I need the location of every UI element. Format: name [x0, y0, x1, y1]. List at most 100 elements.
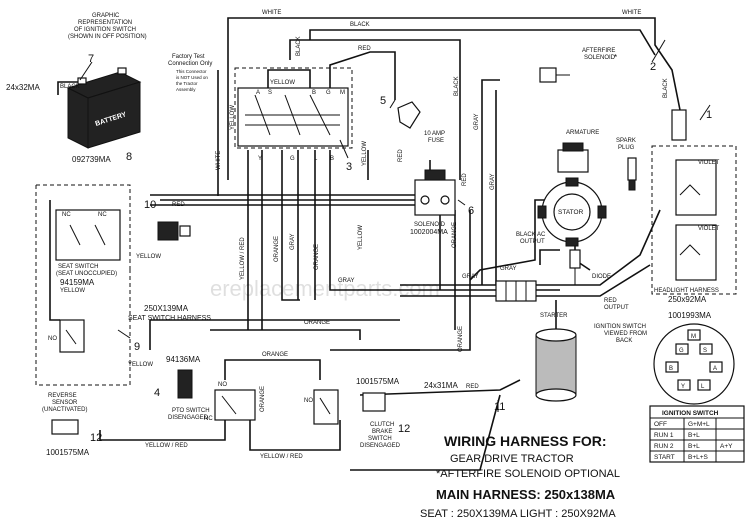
afterfire-star: *	[614, 53, 617, 62]
pto-switch-line: PTO SWITCH	[172, 408, 210, 414]
callout-number: 8	[126, 151, 132, 163]
seat-switch-line: SEAT SWITCH	[58, 264, 98, 270]
table-pos: START	[654, 454, 675, 461]
wire-label: RED	[172, 202, 185, 208]
wire-label: BLACK	[60, 84, 80, 90]
ign-terminal: A	[713, 366, 717, 372]
table-extra: A+Y	[720, 443, 733, 450]
wire-label: YELLOW	[270, 80, 295, 86]
wire-label: VIOLET	[698, 226, 720, 232]
wire-label: YELLOW / RED	[260, 454, 303, 460]
battery	[66, 67, 142, 149]
title-heading: WIRING HARNESS FOR:	[444, 433, 607, 449]
red-dc-line: OUTPUT	[604, 305, 629, 311]
factory-test-line: Factory Test	[172, 54, 205, 60]
headlight-line: HEADLIGHT HARNESS	[654, 288, 719, 294]
terminal-label: B	[330, 156, 334, 162]
factory-note-line: the Tractor	[176, 81, 198, 86]
callout-number: 9	[134, 341, 140, 353]
wire-label: YELLOW	[358, 225, 364, 250]
wire-label: BLACK	[454, 76, 460, 96]
ign-terminal: B	[669, 366, 673, 372]
afterfire-line: AFTERFIRE	[582, 48, 615, 54]
terminal-label: M	[340, 90, 345, 96]
seat-switch-line: (SEAT UNOCCUPIED)	[56, 271, 117, 277]
wire-label: YELLOW / RED	[240, 237, 246, 280]
clutch-switch-line: SWITCH	[368, 436, 392, 442]
graphic-rep-line: OF IGNITION SWITCH	[74, 27, 136, 33]
table-conn: B+L	[688, 432, 700, 439]
wire-label: RED	[358, 46, 371, 52]
ignition-table	[649, 405, 745, 463]
callout-number: 4	[154, 387, 160, 399]
callout-number: 7	[88, 53, 94, 65]
wire-label: ORANGE	[314, 244, 320, 270]
solenoid-line: SOLENOID	[414, 222, 446, 228]
harness-connector	[495, 280, 537, 302]
wire-label: BLACK	[663, 78, 669, 98]
table-pos: RUN 1	[654, 432, 674, 439]
nc-label: NC	[62, 212, 71, 218]
wire-label: ORANGE	[274, 236, 280, 262]
wire-label: YELLOW	[136, 254, 161, 260]
title-block: WIRING HARNESS FOR: GEAR DRIVE TRACTOR *…	[420, 433, 620, 520]
ign-terminal: G	[679, 348, 684, 354]
table-title: IGNITION SWITCH	[662, 410, 719, 417]
wire-labels: WHITE WHITE BLACK BLACK BLACK BLACK BLAC…	[60, 10, 720, 460]
fuse	[397, 101, 421, 129]
callout-number: 5	[380, 95, 386, 107]
graphic-rep-line: (SHOWN IN OFF POSITION)	[68, 34, 147, 40]
headlights	[671, 109, 717, 281]
ign-terminal: Y	[681, 384, 685, 390]
ign-view-line: BACK	[616, 338, 632, 344]
clutch-switch	[313, 389, 386, 425]
afterfire-solenoid	[539, 67, 570, 83]
ign-part: 1001993MA	[668, 311, 712, 320]
wire-label: VIOLET	[698, 160, 720, 166]
callout-numbers: 1 2 3 4 5 6 7 8 9 10 11 12 12	[88, 53, 712, 444]
table-pos: RUN 2	[654, 443, 674, 450]
fuse-line: FUSE	[428, 138, 444, 144]
wire-label: RED	[462, 173, 468, 186]
table-conn: B+L	[688, 443, 700, 450]
reverse-line: SENSOR	[52, 400, 78, 406]
callout-lines	[79, 39, 711, 412]
ign-terminal: L	[701, 384, 705, 390]
clutch-switch-line: BRAKE	[372, 429, 392, 435]
battery-part: 092739MA	[72, 155, 111, 164]
wire-label: RED	[604, 298, 617, 304]
connector-10	[157, 221, 191, 241]
table-conn: G+M+L	[688, 421, 710, 428]
wire-label: BLACK	[296, 36, 302, 56]
reverse-part: 1001575MA	[46, 448, 90, 457]
clutch-part: 1001575MA	[356, 377, 400, 386]
wire-label: GRAY	[290, 233, 296, 250]
spark-plug	[627, 157, 637, 191]
callout-number: 2	[650, 61, 656, 73]
factory-note-line: is NOT Used on	[176, 75, 208, 80]
wire-label: RED	[398, 149, 404, 162]
callout-number: 6	[468, 205, 474, 217]
wire-label: YELLOW	[230, 105, 236, 130]
wire-label: GRAY	[474, 113, 480, 130]
terminal-label: L	[314, 156, 318, 162]
pto-switch	[177, 369, 256, 421]
callout-number: 3	[346, 161, 352, 173]
solenoid-line: 1002004MA	[410, 229, 448, 236]
wire-label: GRAY	[462, 274, 479, 280]
afterfire-line: SOLENOID	[584, 55, 616, 61]
wire-label: ORANGE	[260, 386, 266, 412]
factory-note-line: This Connector	[176, 69, 207, 74]
reverse-sensor	[51, 419, 79, 435]
clutch-switch-line: DISENGAGED	[360, 443, 401, 449]
spark-plug-line: SPARK	[616, 138, 636, 144]
battery-cable: 24x32MA	[6, 83, 40, 92]
terminal-label: Y	[258, 156, 262, 162]
pto-part: 94136MA	[166, 355, 201, 364]
diode-label: DIODE	[592, 274, 611, 280]
fuse-line: 10 AMP	[424, 131, 445, 137]
callout-number: 12	[90, 432, 102, 444]
wire-label: BLACK	[350, 22, 370, 28]
terminal-label: A	[256, 90, 260, 96]
